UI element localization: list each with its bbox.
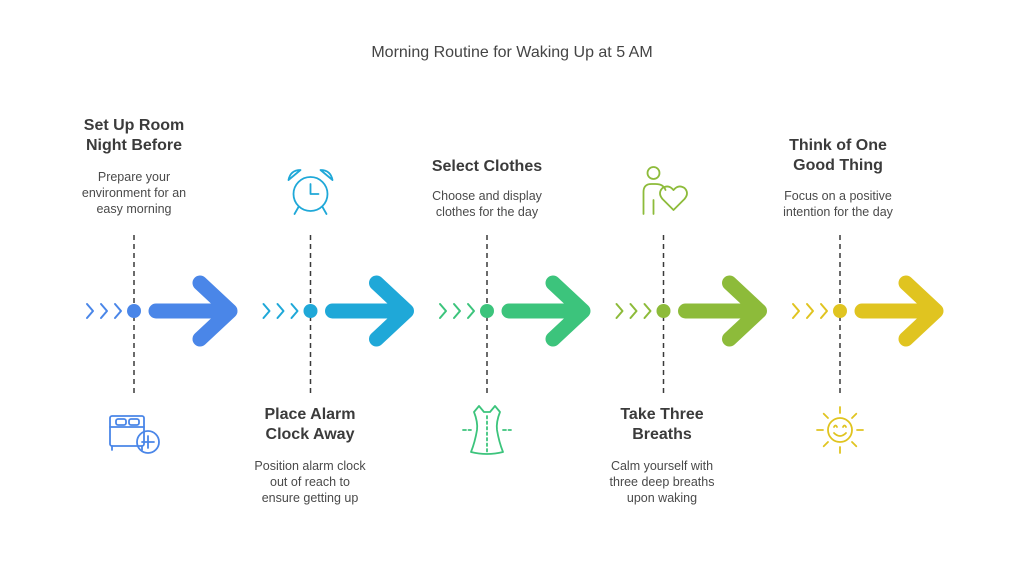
step-5-description: Focus on a positive intention for the da… <box>748 188 928 220</box>
smiling-sun-icon <box>816 406 864 454</box>
step-3-node <box>480 304 494 318</box>
step-3-arrow-icon <box>501 275 591 347</box>
step-4-desc-line-3: upon waking <box>626 491 698 505</box>
step-2-description: Position alarm clock out of reach to ens… <box>220 458 400 506</box>
step-3-description: Choose and display clothes for the day <box>397 188 577 220</box>
step-2-title-line-2: Clock Away <box>265 426 355 443</box>
step-3-chevron-3 <box>467 303 475 319</box>
step-2-chevron-3 <box>290 303 299 319</box>
step-1-arrow-icon <box>148 275 238 347</box>
step-1-chevron-3 <box>114 303 122 319</box>
step-5-chevron-3 <box>820 303 828 319</box>
step-4-desc-line-1: Calm yourself with <box>610 459 714 473</box>
alarm-clock-icon <box>287 169 334 215</box>
step-4-desc-line-2: three deep breaths <box>609 475 715 489</box>
step-5-title-line-1: Think of One <box>789 137 887 154</box>
step-5-title-line-2: Good Thing <box>793 157 883 174</box>
step-1-description: Prepare your environment for an easy mor… <box>44 169 224 217</box>
dress-icon <box>462 405 512 455</box>
step-1-title: Set Up Room Night Before <box>34 116 234 156</box>
step-2-graphic <box>262 169 414 395</box>
step-4-chevron-2 <box>629 303 638 319</box>
step-5-graphic <box>792 235 944 454</box>
step-2-node <box>303 304 318 318</box>
person-heart-icon <box>642 166 688 215</box>
step-5-desc-line-2: intention for the day <box>783 205 893 219</box>
step-3-title-line-1: Select Clothes <box>431 158 543 175</box>
step-4-description: Calm yourself with three deep breaths up… <box>572 458 752 506</box>
step-5-node <box>833 304 847 318</box>
step-1-graphic <box>86 235 238 454</box>
step-4-title: Take Three Breaths <box>562 405 762 445</box>
step-1-desc-line-2: environment for an <box>81 186 187 200</box>
step-2-chevron-2 <box>276 303 285 319</box>
step-4-arrow-icon <box>678 275 767 347</box>
step-2-desc-line-2: out of reach to <box>270 475 350 489</box>
step-1-desc-line-3: easy morning <box>96 202 172 216</box>
step-2-desc-line-1: Position alarm clock <box>254 459 366 473</box>
step-1-chevron-1 <box>86 303 94 319</box>
step-2-chevron-1 <box>262 303 271 319</box>
step-4-node <box>656 304 671 318</box>
step-4-graphic <box>615 166 767 395</box>
step-1-title-line-1: Set Up Room <box>83 117 185 134</box>
step-3-desc-line-1: Choose and display <box>432 189 542 203</box>
step-5-arrow-icon <box>854 275 944 347</box>
step-2-title-line-1: Place Alarm <box>264 406 356 423</box>
step-5-desc-line-1: Focus on a positive <box>784 189 892 203</box>
step-4-title-line-1: Take Three <box>620 406 704 423</box>
bed-plus-icon <box>109 415 160 454</box>
step-4-chevron-1 <box>615 303 624 319</box>
step-4-title-line-2: Breaths <box>632 426 692 443</box>
step-3-chevron-1 <box>439 303 447 319</box>
step-4-chevron-3 <box>643 303 652 319</box>
step-2-desc-line-3: ensure getting up <box>261 491 359 505</box>
page-title: Morning Routine for Waking Up at 5 AM <box>371 44 653 61</box>
step-1-title-line-2: Night Before <box>86 137 182 154</box>
step-3-desc-line-2: clothes for the day <box>435 205 539 219</box>
step-3-graphic <box>439 235 591 455</box>
step-5-chevron-1 <box>792 303 800 319</box>
step-5-title: Think of One Good Thing <box>738 136 938 176</box>
step-2-arrow-icon <box>325 275 414 347</box>
step-5-chevron-2 <box>806 303 814 319</box>
step-1-node <box>127 304 141 318</box>
step-2-title: Place Alarm Clock Away <box>210 405 410 445</box>
step-1-chevron-2 <box>100 303 108 319</box>
step-3-chevron-2 <box>453 303 461 319</box>
step-3-title: Select Clothes <box>387 157 587 177</box>
step-1-desc-line-1: Prepare your <box>97 170 171 184</box>
